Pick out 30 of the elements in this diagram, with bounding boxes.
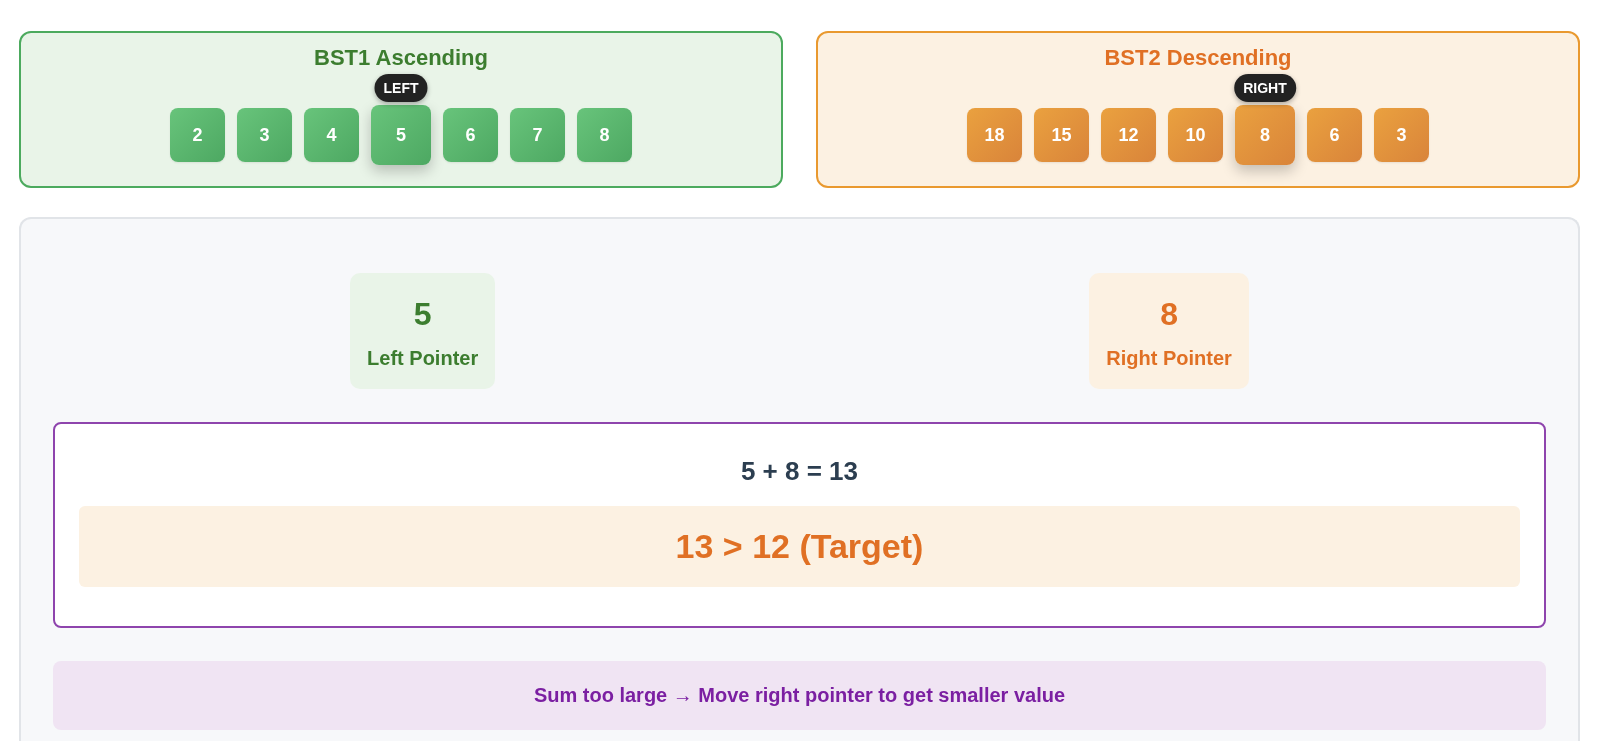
comparison-result: 13 > 12 (Target) bbox=[79, 506, 1520, 587]
array-element: 12 bbox=[1101, 108, 1156, 162]
array-element: 3 bbox=[237, 108, 292, 162]
array-element: 6 bbox=[443, 108, 498, 162]
array-element: 4 bbox=[304, 108, 359, 162]
hint-message: Sum too large → Move right pointer to get smaller value bbox=[53, 661, 1546, 730]
sum-equation: 5 + 8 = 13 bbox=[740, 456, 859, 486]
array-element: 2 bbox=[170, 108, 225, 162]
array-panel bbox=[816, 31, 1580, 188]
pointer-value: 8 bbox=[1160, 295, 1179, 334]
pointer-label: Right Pointer bbox=[1106, 346, 1232, 370]
pointer-card bbox=[1089, 273, 1249, 389]
array-element: 6 bbox=[1307, 108, 1362, 162]
array-element: 10 bbox=[1168, 108, 1223, 162]
panel-title: BST1 Ascending bbox=[314, 45, 488, 71]
array-element: 3 bbox=[1374, 108, 1429, 162]
array-element: 18 bbox=[967, 108, 1022, 162]
array-panel bbox=[19, 31, 783, 188]
array-element: 7 bbox=[510, 108, 565, 162]
array-element: 5 bbox=[371, 105, 431, 165]
pointer-tag: LEFT bbox=[374, 74, 428, 102]
array-element: 8 bbox=[1235, 105, 1295, 165]
workspace-panel bbox=[19, 217, 1580, 741]
pointer-tag: RIGHT bbox=[1234, 74, 1296, 102]
panel-title: BST2 Descending bbox=[1104, 45, 1292, 71]
array-element: 15 bbox=[1034, 108, 1089, 162]
pointer-value: 5 bbox=[413, 295, 432, 334]
pointer-label: Left Pointer bbox=[367, 346, 479, 370]
sum-card bbox=[53, 422, 1546, 628]
array-element: 8 bbox=[577, 108, 632, 162]
